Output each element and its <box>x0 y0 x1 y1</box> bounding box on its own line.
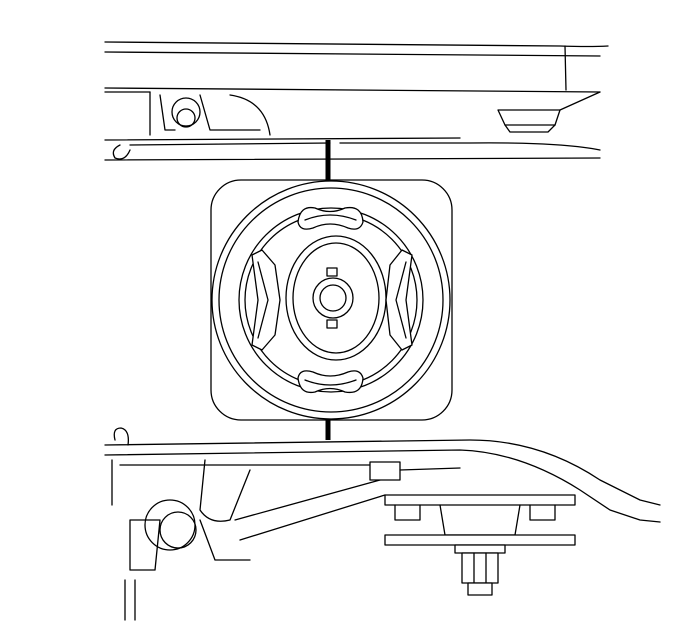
lower-frame <box>104 427 661 621</box>
upper-frame <box>104 41 609 161</box>
bushing-assembly <box>210 140 453 440</box>
